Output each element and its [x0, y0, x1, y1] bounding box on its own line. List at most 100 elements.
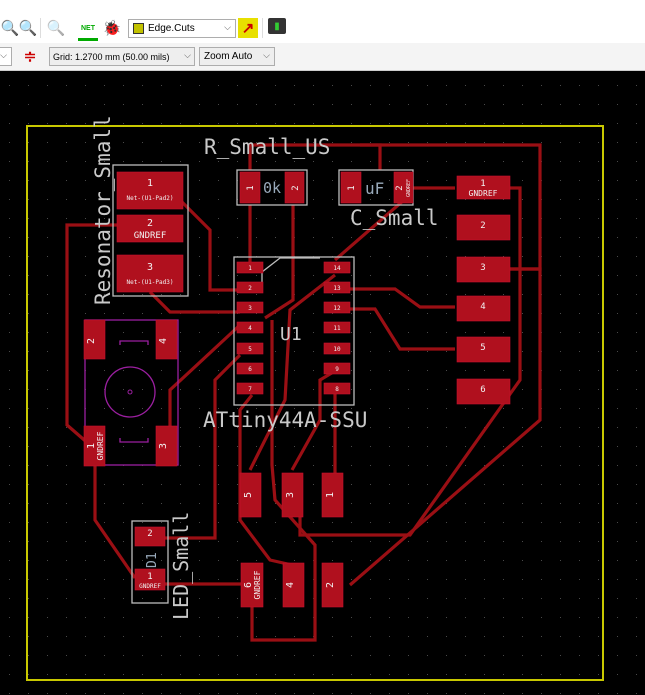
trace	[65, 223, 117, 447]
pin-number: 9	[335, 366, 339, 373]
header-pad-2	[456, 214, 511, 241]
drc-bug-icon[interactable]: 🐞	[102, 20, 122, 37]
pad-number: 5	[480, 343, 485, 353]
capacitor-fab-label: uF	[365, 179, 384, 198]
pad-number: 1	[347, 185, 357, 190]
pin-number: 1	[248, 265, 252, 272]
track-width-select[interactable]: ⌵	[0, 47, 12, 66]
resonator-pad-1[interactable]	[116, 171, 184, 210]
resonator-pad-3[interactable]	[116, 254, 184, 293]
resistor-footprint[interactable]: R_Small_US 1 2 0k	[204, 135, 330, 206]
capacitor-footprint[interactable]: 1 2 GNDREF uF C_Small	[338, 169, 439, 230]
capacitor-pad-1[interactable]	[340, 171, 362, 204]
chevron-down-icon: ⌵	[184, 50, 191, 60]
resonator-ref-label: Resonator_Small	[91, 115, 115, 305]
pin-number: 4	[248, 325, 252, 332]
pad-net: GNDREF	[139, 583, 161, 590]
pad-net: Net-(U1-Pad3)	[127, 279, 174, 286]
pin-number: 2	[248, 285, 252, 292]
grid-select[interactable]: Grid: 1.2700 mm (50.00 mils) ⌵	[49, 47, 195, 66]
grid-select-value: Grid: 1.2700 mm (50.00 mils)	[53, 51, 170, 62]
pad-number: 2	[86, 338, 97, 344]
aux-toolbar: ⌵ ≑ Grid: 1.2700 mm (50.00 mils) ⌵ Zoom …	[0, 43, 645, 71]
u1-footprint[interactable]: U1 1 2 3 4 5 6 7 14 13 12 11 10 9 8 ATti…	[203, 256, 367, 432]
resonator-pad-2[interactable]	[116, 214, 184, 243]
switch-outline	[84, 319, 179, 466]
pad-net: Net-(U1-Pad2)	[127, 195, 174, 202]
zoom-in-icon[interactable]: 🔍	[0, 20, 20, 37]
resistor-courtyard	[236, 169, 308, 206]
isp-footprint[interactable]: 5 3 1 6 GNDREF 4 2	[239, 472, 344, 608]
pin-number: 3	[248, 305, 252, 312]
header-pad-3	[456, 256, 511, 283]
zoom-selection-icon[interactable]: 🔍	[46, 20, 66, 37]
scripting-console-icon[interactable]: ▮	[268, 18, 286, 34]
layer-select-value: Edge.Cuts	[148, 23, 195, 34]
via-size-icon[interactable]: ≑	[23, 48, 37, 65]
led-value-label: LED_Small	[169, 512, 193, 620]
header-pad-1	[456, 175, 511, 200]
pin-number: 14	[333, 265, 341, 272]
resonator-footprint[interactable]: 1 Net-(U1-Pad2) 2 GNDREF 3 Net-(U1-Pad3)…	[91, 115, 189, 305]
pad-number: 2	[395, 185, 405, 190]
u1-ref-label: U1	[280, 324, 302, 345]
isp-pad-1	[321, 472, 344, 518]
resistor-fab-label: 0k	[263, 179, 281, 197]
trace	[248, 143, 382, 170]
separator	[40, 18, 41, 38]
switch-pad-1	[83, 425, 106, 467]
isp-pad-2	[321, 562, 344, 608]
pad-number: 3	[158, 443, 169, 449]
trace	[350, 287, 455, 309]
zoom-select-value: Zoom Auto	[204, 51, 253, 62]
pad-number: 6	[480, 385, 485, 395]
trace	[248, 273, 336, 471]
led-footprint[interactable]: 2 D1 1 GNDREF LED_Small	[131, 512, 193, 620]
u1-courtyard	[233, 256, 355, 406]
trace	[148, 290, 240, 314]
trace	[168, 323, 242, 440]
trace	[250, 320, 317, 642]
switch-footprint[interactable]: 2 4 1 GNDREF 3	[83, 319, 179, 467]
resistor-pad-1[interactable]	[239, 171, 261, 204]
pad-number: 2	[480, 221, 485, 231]
main-toolbar: 🔍 🔍 🔍 NET 🐞 Edge.Cuts ⌵ ↗ ▮	[0, 13, 645, 43]
switch-bracket-top	[119, 340, 149, 345]
pad-number: 4	[480, 302, 485, 312]
pin-number: 7	[248, 386, 252, 393]
pad-number: 1	[86, 443, 97, 449]
trace	[178, 198, 240, 292]
trace	[264, 205, 295, 320]
capacitor-pad-2[interactable]	[393, 171, 414, 204]
pad-net: GNDREF	[134, 231, 167, 241]
pad-number: 3	[480, 263, 485, 273]
switch-pad-4	[155, 319, 178, 360]
u1-value-label: ATtiny44A-SSU	[203, 408, 367, 432]
switch-pad-3	[155, 425, 178, 467]
u1-right-pins: 14 13 12 11 10 9 8	[323, 261, 351, 395]
led-courtyard	[131, 520, 169, 604]
pad-number: 4	[158, 338, 169, 344]
netlist-icon[interactable]: NET	[78, 18, 98, 41]
switch-pad-2	[83, 319, 106, 360]
led-pad-1	[134, 568, 166, 591]
header-footprint[interactable]: 1 GNDREF 2 3 4 5 6	[456, 175, 511, 405]
pin-number: 13	[333, 285, 341, 292]
layer-select[interactable]: Edge.Cuts ⌵	[128, 19, 236, 38]
isp-pad-5	[239, 472, 262, 518]
pad-number: 4	[285, 582, 296, 588]
pad-number: 5	[243, 492, 254, 498]
switch-bracket-bottom	[119, 438, 149, 443]
pin-number: 10	[333, 346, 341, 353]
layer-pair-icon[interactable]: ↗	[238, 18, 258, 38]
pad-number: 2	[147, 529, 152, 539]
zoom-select[interactable]: Zoom Auto ⌵	[199, 47, 275, 66]
pin-number: 12	[333, 305, 341, 312]
copper-traces	[65, 143, 542, 642]
resistor-pad-2[interactable]	[284, 171, 305, 204]
led-pad-2	[134, 526, 166, 547]
zoom-fit-icon[interactable]: 🔍	[18, 20, 38, 37]
u1-left-pins: 1 2 3 4 5 6 7	[236, 261, 264, 395]
isp-pad-6	[240, 562, 264, 608]
pcb-canvas[interactable]: 1 Net-(U1-Pad2) 2 GNDREF 3 Net-(U1-Pad3)…	[0, 71, 645, 695]
